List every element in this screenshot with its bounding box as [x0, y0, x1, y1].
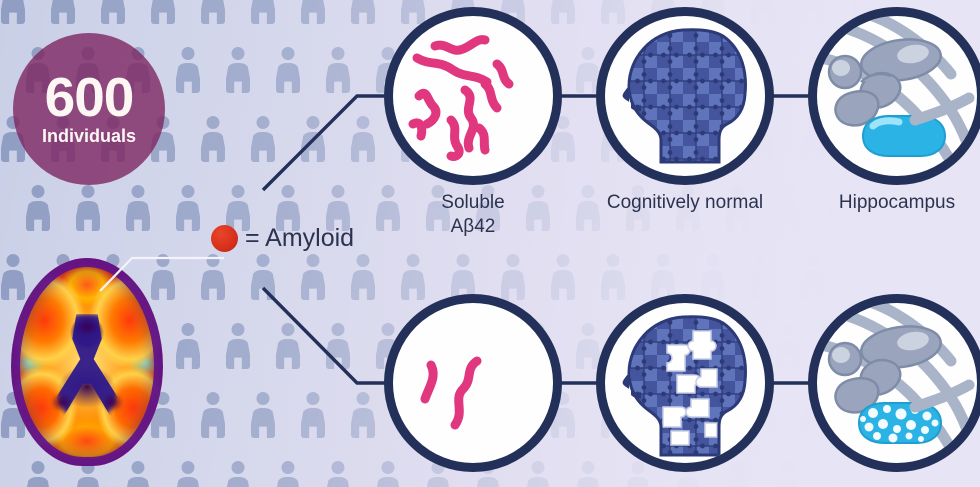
node-circle — [808, 294, 980, 472]
node-label: Cognitively normal — [607, 191, 763, 215]
node-hippocampus[interactable]: Hippocampus — [808, 7, 980, 213]
pet-scan-dark-foci — [52, 316, 122, 425]
person-icon — [75, 185, 101, 231]
node-circle — [596, 294, 774, 472]
person-icon — [175, 185, 201, 231]
person-icon — [775, 47, 801, 93]
person-icon — [300, 0, 326, 24]
person-icon — [250, 392, 276, 438]
person-icon — [300, 254, 326, 300]
person-icon — [575, 185, 601, 231]
cohort-caption: Individuals — [41, 126, 137, 147]
cohort-badge: 600 Individuals — [13, 33, 165, 185]
person-icon — [375, 185, 401, 231]
person-icon — [300, 116, 326, 162]
person-icon — [325, 461, 351, 487]
person-icon — [175, 323, 201, 369]
person-icon — [0, 0, 26, 24]
pet-brain-scan — [11, 258, 163, 466]
node-circle — [808, 7, 980, 185]
person-icon — [0, 323, 1, 369]
person-icon — [275, 323, 301, 369]
person-icon — [350, 0, 376, 24]
person-icon — [325, 47, 351, 93]
cohort-count: 600 — [44, 65, 135, 128]
person-icon — [775, 185, 801, 231]
person-icon — [300, 392, 326, 438]
person-icon — [225, 323, 251, 369]
node-cognitively-normal[interactable]: Cognitively normal — [596, 7, 774, 213]
node-label-line1: Hippocampus — [838, 192, 956, 213]
person-icon — [775, 323, 801, 369]
person-icon — [325, 323, 351, 369]
person-icon — [975, 185, 980, 231]
node-soluble-abeta42-low[interactable] — [384, 294, 562, 472]
node-label-line1: Soluble — [441, 192, 505, 213]
person-icon — [350, 116, 376, 162]
person-icon — [250, 0, 276, 24]
node-label: Hippocampus — [839, 191, 955, 215]
amyloid-dot-icon — [211, 225, 238, 252]
person-icon — [175, 47, 201, 93]
person-icon — [0, 461, 1, 487]
person-icon — [0, 47, 1, 93]
node-label: Soluble Aβ42 — [441, 191, 504, 239]
person-icon — [200, 392, 226, 438]
person-icon — [525, 185, 551, 231]
person-icon — [175, 461, 201, 487]
person-icon — [200, 116, 226, 162]
person-icon — [275, 461, 301, 487]
head-puzzle-missing-icon — [622, 315, 747, 457]
person-icon — [50, 0, 76, 24]
person-icon — [0, 185, 1, 231]
node-circle — [384, 7, 562, 185]
person-icon — [200, 0, 226, 24]
person-icon — [225, 47, 251, 93]
person-icon — [250, 254, 276, 300]
node-circle — [596, 7, 774, 185]
person-icon — [775, 461, 801, 487]
person-icon — [250, 116, 276, 162]
hippocampus-intact-icon — [817, 16, 977, 176]
amyloid-legend-label: = Amyloid — [245, 224, 355, 252]
person-icon — [350, 392, 376, 438]
person-icon — [150, 0, 176, 24]
hippocampus-plaque-icon — [817, 303, 977, 463]
node-cognitively-impaired[interactable] — [596, 294, 774, 472]
node-hippocampus-plaque[interactable] — [808, 294, 980, 472]
person-icon — [100, 0, 126, 24]
person-icon — [350, 254, 376, 300]
node-label-line2: Aβ42 — [450, 215, 496, 237]
person-icon — [225, 461, 251, 487]
node-circle — [384, 294, 562, 472]
person-icon — [25, 185, 51, 231]
amyloid-legend: = Amyloid — [211, 224, 354, 253]
head-puzzle-complete-icon — [622, 28, 747, 164]
amyloid-fibrils-sparse-icon — [420, 356, 482, 430]
person-icon — [275, 47, 301, 93]
node-label-line1: Cognitively normal — [606, 192, 764, 213]
person-icon — [200, 254, 226, 300]
amyloid-fibrils-icon — [408, 35, 514, 161]
person-icon — [125, 185, 151, 231]
node-soluble-abeta42[interactable]: Soluble Aβ42 — [384, 7, 562, 237]
